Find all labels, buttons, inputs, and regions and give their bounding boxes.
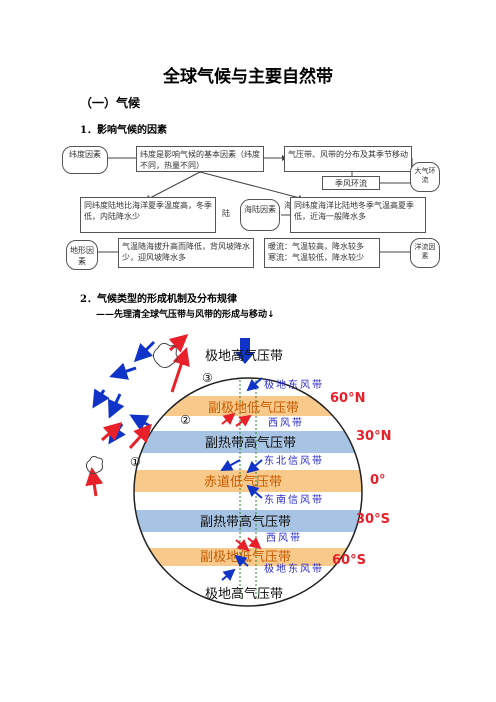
subtropical-high-band-n <box>134 431 362 453</box>
wind-label-polar-easterly-n: 极地东风带 <box>264 378 324 391</box>
wind-label-polar-easterly-s: 极地东风带 <box>264 562 324 575</box>
wind-label-westerly-n: 西风带 <box>268 417 304 429</box>
warm-current-text: 暖流：气温较高，降水较多 <box>268 242 364 251</box>
sea-label: 海 <box>284 201 292 210</box>
lat-label-60s: 60°S <box>332 553 366 568</box>
latitude-description: 纬度是影响气候的基本因素（纬度不同，热量不同） <box>136 146 264 172</box>
wind-label-se-trade: 东南信风带 <box>264 493 324 506</box>
land-effect-description: 同纬度陆地比海洋夏季温度高，冬季低，内陆降水少 <box>80 197 216 233</box>
wind-label-ne-trade: 东北信风带 <box>264 454 324 467</box>
wind-label-westerly-s: 西风带 <box>266 532 302 544</box>
atmospheric-circulation-node: 大气环流 <box>410 162 440 192</box>
band-label-polar-high-n: 极地高气压带 <box>205 348 283 364</box>
subheading-climate-types: 2．气候类型的形成机制及分布规律 <box>80 294 237 305</box>
descending-air-arrow <box>235 338 255 364</box>
ocean-current-description: 暖流：气温较高，降水较多 寒流：气温较低，降水较少 <box>264 238 380 268</box>
ocean-current-factor-node: 洋流因素 <box>410 238 440 268</box>
cell-number-1: ① <box>130 455 141 469</box>
band-label-subpolar-low-n: 副极地低气压带 <box>208 400 299 416</box>
equatorial-low-band <box>134 470 362 492</box>
pressure-belt-note: ——先理清全球气压带与风带的形成与移动↓ <box>96 310 275 320</box>
cell-number-2: ② <box>180 413 191 427</box>
band-label-subpolar-low-s: 副极地低气压带 <box>200 549 291 565</box>
subpolar-low-band-s <box>134 548 362 566</box>
globe-outline <box>133 377 363 607</box>
band-label-polar-high-s: 极地高气压带 <box>205 586 283 602</box>
subtropical-high-band-s <box>134 510 362 532</box>
monsoon-node: 季风环流 <box>322 176 380 190</box>
land-label: 陆 <box>222 209 230 218</box>
subheading-factors: 1．影响气候的因素 <box>80 125 167 136</box>
pressure-wind-belts-globe: 极地高气压带 副极地低气压带 副热带高气压带 赤道低气压带 副热带高气压带 副极… <box>85 334 391 607</box>
cell-number-3: ③ <box>202 371 213 385</box>
band-label-equatorial-low: 赤道低气压带 <box>204 474 282 490</box>
terrain-description: 气温随海拔升高而降低，背风坡降水少，迎风坡降水多 <box>118 238 254 268</box>
lat-label-60n: 60°N <box>330 391 365 406</box>
sea-land-factor-node: 海陆因素 <box>240 199 280 231</box>
cold-current-text: 寒流：气温较低，降水较少 <box>268 253 364 262</box>
lat-label-30s: 30°S <box>356 512 390 527</box>
section-heading-climate: （一）气候 <box>80 96 141 110</box>
subpolar-low-band-n <box>134 396 362 416</box>
latitude-factor-node: 纬度因素 <box>62 146 108 174</box>
lat-label-0: 0° <box>370 473 386 488</box>
sea-effect-description: 同纬度海洋比陆地冬季气温高夏季低，近海一般降水多 <box>290 197 426 233</box>
band-label-subtropical-high-s: 副热带高气压带 <box>200 514 291 530</box>
terrain-factor-node: 地形因素 <box>66 240 98 270</box>
pressure-wind-belts-node: 气压带、风带的分布及其季节移动 <box>284 146 412 172</box>
cloud-icons <box>85 342 178 475</box>
lat-label-30n: 30°N <box>356 429 391 444</box>
band-label-subtropical-high-n: 副热带高气压带 <box>205 435 296 451</box>
page-title: 全球气候与主要自然带 <box>163 67 333 87</box>
